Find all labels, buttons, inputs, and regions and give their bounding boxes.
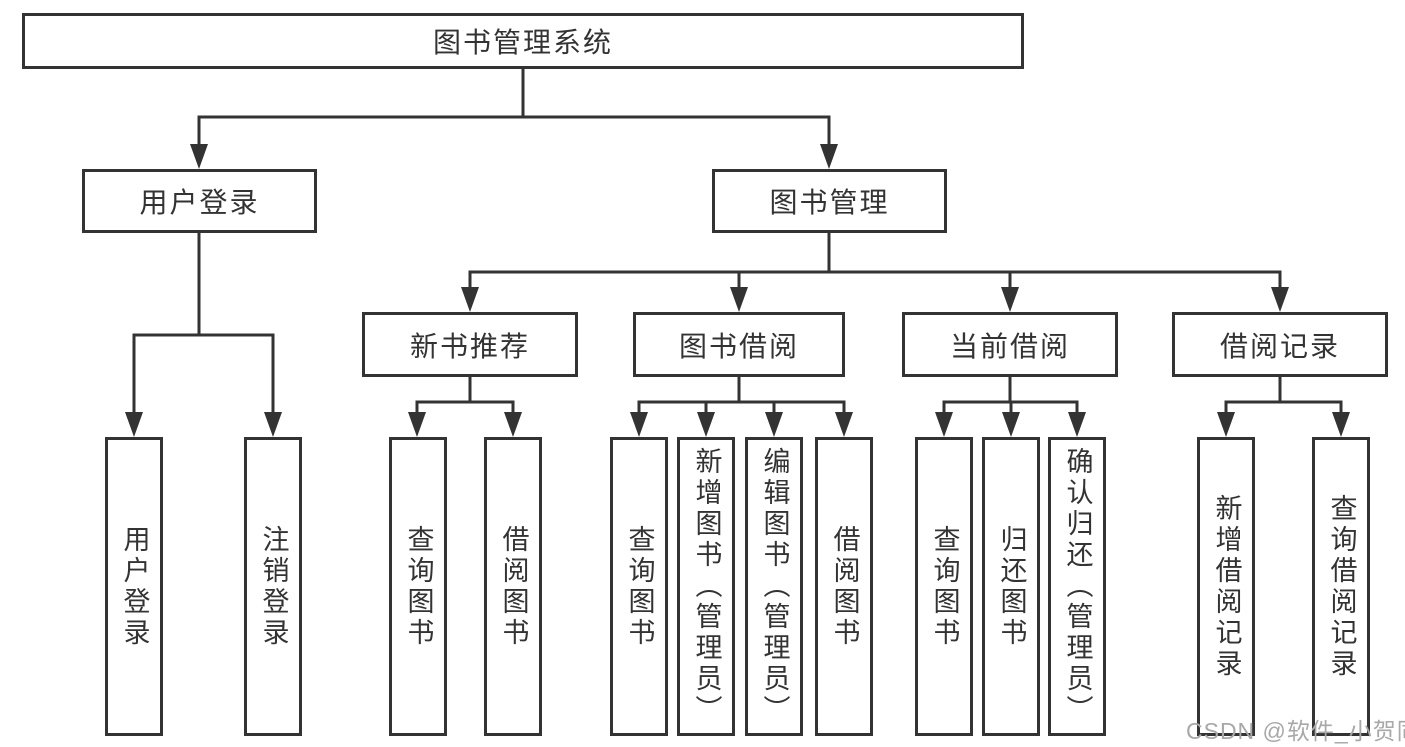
leaf-query-books-current-label: 查询图书 — [929, 524, 960, 649]
node-current-borrow-label: 当前借阅 — [949, 330, 1070, 362]
leaf-query-books-recommend: 查询图书 — [389, 437, 447, 736]
node-borrow-records-label: 借阅记录 — [1219, 330, 1340, 362]
arrowheads — [125, 144, 1350, 437]
node-book-borrow: 图书借阅 — [633, 312, 845, 377]
leaf-query-books-recommend-label: 查询图书 — [403, 524, 434, 649]
leaf-confirm-return-admin: 确认归还（管理员） — [1048, 437, 1106, 736]
node-borrow-records: 借阅记录 — [1172, 312, 1388, 377]
leaf-edit-books-admin-label: 编辑图书（管理员） — [759, 447, 790, 726]
leaf-add-books-admin-label: 新增图书（管理员） — [691, 447, 722, 726]
node-new-book-recommend-label: 新书推荐 — [409, 330, 530, 362]
leaf-borrow-books-recommend: 借阅图书 — [484, 437, 542, 736]
leaf-edit-books-admin: 编辑图书（管理员） — [745, 437, 803, 736]
leaf-borrow-books: 借阅图书 — [815, 437, 873, 736]
leaf-query-books-current: 查询图书 — [915, 437, 973, 736]
node-new-book-recommend: 新书推荐 — [362, 312, 578, 377]
node-user-login-label: 用户登录 — [139, 187, 260, 218]
leaf-user-login-label: 用户登录 — [119, 524, 150, 649]
leaf-borrow-books-recommend-label: 借阅图书 — [498, 524, 529, 649]
node-book-management: 图书管理 — [712, 169, 947, 233]
leaf-query-books-borrow-label: 查询图书 — [624, 524, 655, 649]
leaf-logout-label: 注销登录 — [258, 524, 289, 649]
leaf-query-books-borrow: 查询图书 — [610, 437, 668, 736]
node-current-borrow: 当前借阅 — [902, 312, 1118, 377]
leaf-return-books: 归还图书 — [982, 437, 1040, 736]
node-root: 图书管理系统 — [22, 13, 1024, 69]
node-book-management-label: 图书管理 — [769, 187, 890, 218]
leaf-add-borrow-record: 新增借阅记录 — [1197, 437, 1255, 736]
leaf-logout: 注销登录 — [244, 437, 302, 736]
node-book-borrow-label: 图书借阅 — [678, 330, 799, 362]
leaf-query-borrow-record: 查询借阅记录 — [1312, 437, 1370, 736]
csdn-watermark: CSDN @软件_小贺同学 — [1186, 718, 1405, 744]
leaf-return-books-label: 归还图书 — [996, 524, 1027, 649]
leaf-user-login: 用户登录 — [105, 437, 163, 736]
leaf-query-borrow-record-label: 查询借阅记录 — [1326, 493, 1357, 680]
leaf-add-borrow-record-label: 新增借阅记录 — [1211, 493, 1242, 680]
leaf-borrow-books-label: 借阅图书 — [829, 524, 860, 649]
node-root-label: 图书管理系统 — [432, 27, 613, 58]
node-user-login: 用户登录 — [82, 169, 317, 233]
leaf-add-books-admin: 新增图书（管理员） — [677, 437, 735, 736]
leaf-confirm-return-admin-label: 确认归还（管理员） — [1062, 447, 1093, 726]
